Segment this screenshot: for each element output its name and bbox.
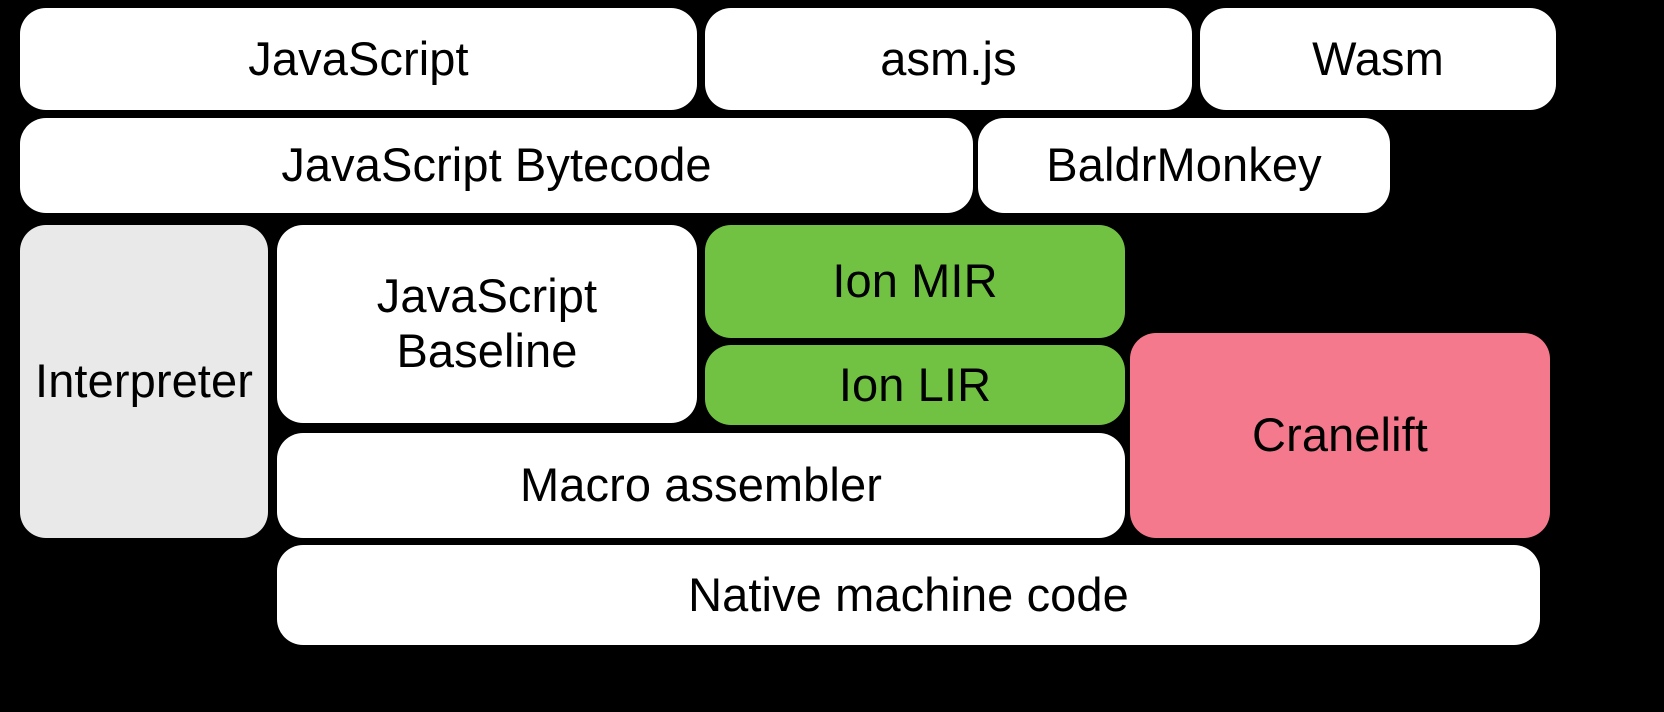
- node-ion-mir[interactable]: Ion MIR: [705, 225, 1125, 338]
- node-javascript[interactable]: JavaScript: [20, 8, 697, 110]
- node-macro-assembler[interactable]: Macro assembler: [277, 433, 1125, 538]
- node-native-machine-code[interactable]: Native machine code: [277, 545, 1540, 645]
- node-javascript-bytecode[interactable]: JavaScript Bytecode: [20, 118, 973, 213]
- node-baldrmonkey[interactable]: BaldrMonkey: [978, 118, 1390, 213]
- node-cranelift[interactable]: Cranelift: [1130, 333, 1550, 538]
- node-ion-lir[interactable]: Ion LIR: [705, 345, 1125, 425]
- node-wasm[interactable]: Wasm: [1200, 8, 1556, 110]
- node-javascript-baseline[interactable]: JavaScript Baseline: [277, 225, 697, 423]
- node-asmjs[interactable]: asm.js: [705, 8, 1192, 110]
- node-interpreter[interactable]: Interpreter: [20, 225, 268, 538]
